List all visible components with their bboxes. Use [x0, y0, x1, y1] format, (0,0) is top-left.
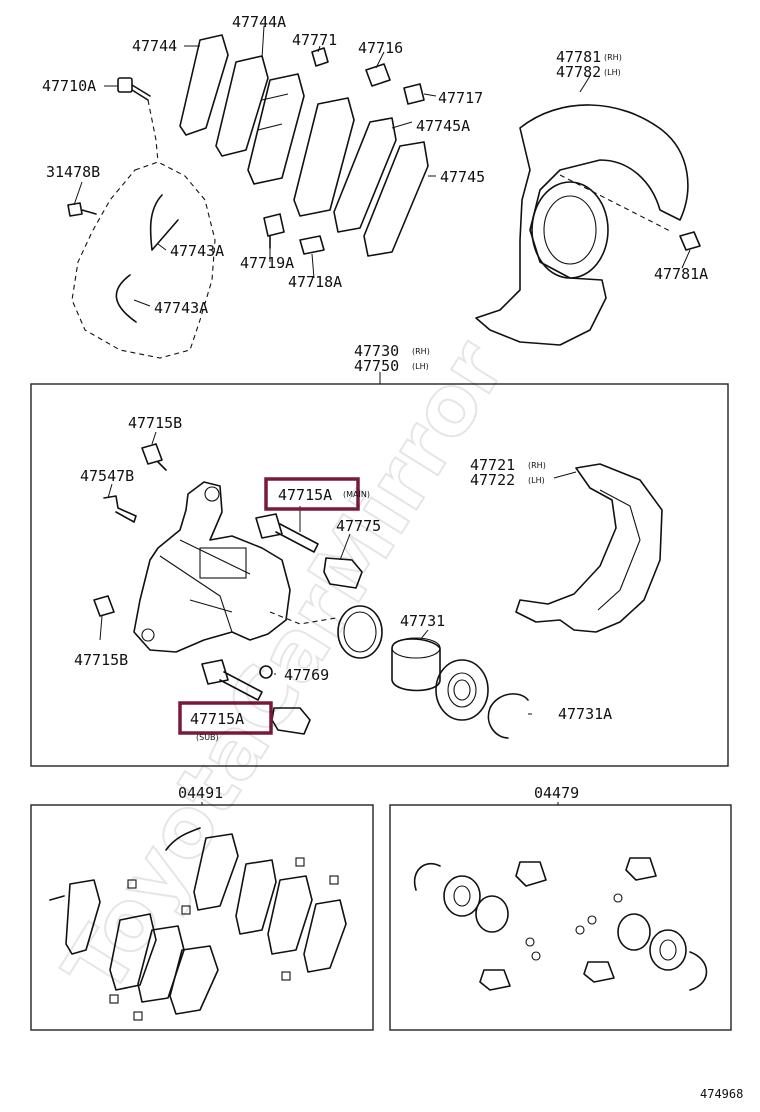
- label-47719A: 47719A: [240, 254, 294, 272]
- suffix-lh-47722: (LH): [528, 476, 545, 485]
- dust-shield: [475, 104, 689, 346]
- label-47781: 47781: [556, 48, 601, 66]
- label-47771: 47771: [292, 31, 337, 49]
- suffix-rh-47730: (RH): [412, 347, 430, 356]
- suffix-lh-47782: (LH): [604, 68, 621, 77]
- label-47715B-lower: 47715B: [74, 651, 128, 669]
- wear-indicator-47718A: [299, 235, 325, 255]
- part-labels: 47744 47744A 47771 47716 47710A 47717 47…: [42, 13, 743, 1101]
- clip-47716: [365, 63, 391, 87]
- snap-ring: [487, 693, 529, 739]
- bleeder-47715B-top: [141, 443, 167, 471]
- label-47547B: 47547B: [80, 467, 134, 485]
- spring-upper: [149, 194, 179, 251]
- label-31478B: 31478B: [46, 163, 100, 181]
- seal-kit-parts: [413, 857, 708, 991]
- suffix-main: (MAIN): [343, 490, 370, 499]
- top-section: [67, 25, 701, 359]
- suffix-rh-47721: (RH): [528, 461, 546, 470]
- caliper-outline-dashed: [71, 161, 216, 359]
- piston-seal: [337, 605, 383, 659]
- label-47781A: 47781A: [654, 265, 708, 283]
- clip-47771: [311, 47, 329, 67]
- suffix-sub: (SUB): [196, 733, 219, 742]
- shim-outer: [179, 34, 229, 136]
- label-47721: 47721: [470, 456, 515, 474]
- label-47717: 47717: [438, 89, 483, 107]
- caliper-body: [133, 481, 291, 653]
- piston-boot: [435, 659, 489, 721]
- pad-kit-parts: [49, 827, 347, 1021]
- label-04479: 04479: [534, 784, 579, 802]
- label-47715A-sub: 47715A: [190, 710, 244, 728]
- highlight-47715A-sub: [178, 701, 273, 735]
- suffix-rh-47781: (RH): [604, 53, 622, 62]
- highlight-47715A-main: [264, 477, 360, 511]
- label-47731A: 47731A: [558, 705, 612, 723]
- label-47716: 47716: [358, 39, 403, 57]
- slide-pin-main: [255, 513, 319, 553]
- caliper-assembly: [93, 431, 663, 739]
- label-47743A-upper: 47743A: [170, 242, 224, 260]
- label-47731: 47731: [400, 612, 445, 630]
- bleeder-47547B: [103, 495, 137, 523]
- label-47722: 47722: [470, 471, 515, 489]
- bleeder-screw: [117, 77, 151, 101]
- suffix-lh-47750: (LH): [412, 362, 429, 371]
- label-47745A: 47745A: [416, 117, 470, 135]
- wear-indicator-47719A: [263, 213, 285, 249]
- label-47710A: 47710A: [42, 77, 96, 95]
- piston: [391, 638, 441, 692]
- label-47782: 47782: [556, 63, 601, 81]
- slide-pin-sub: [201, 659, 263, 701]
- label-47744A: 47744A: [232, 13, 286, 31]
- label-47769: 47769: [284, 666, 329, 684]
- spring-lower: [115, 274, 137, 323]
- label-47718A: 47718A: [288, 273, 342, 291]
- label-47750: 47750: [354, 357, 399, 375]
- bolt-47715B-lower: [93, 595, 115, 617]
- label-04491: 04491: [178, 784, 223, 802]
- pad-inner-shim: [333, 117, 397, 233]
- pad-inner: [363, 141, 429, 257]
- diagram-reference-number: 474968: [700, 1087, 743, 1101]
- label-47730: 47730: [354, 342, 399, 360]
- bushing-47769: [259, 665, 273, 679]
- plug-part: [67, 202, 97, 217]
- label-47715B-top: 47715B: [128, 414, 182, 432]
- caliper-bracket: [515, 463, 663, 633]
- clip-47717: [403, 83, 425, 105]
- pad-2: [293, 97, 355, 217]
- label-47744: 47744: [132, 37, 177, 55]
- pin-boot-47775: [323, 557, 363, 589]
- pad-1: [247, 73, 305, 185]
- seal-kit-box: [389, 804, 732, 1031]
- label-47745: 47745: [440, 168, 485, 186]
- label-47775: 47775: [336, 517, 381, 535]
- label-47743A-lower: 47743A: [154, 299, 208, 317]
- label-47715A-main: 47715A: [278, 486, 332, 504]
- shield-bolt: [679, 231, 701, 251]
